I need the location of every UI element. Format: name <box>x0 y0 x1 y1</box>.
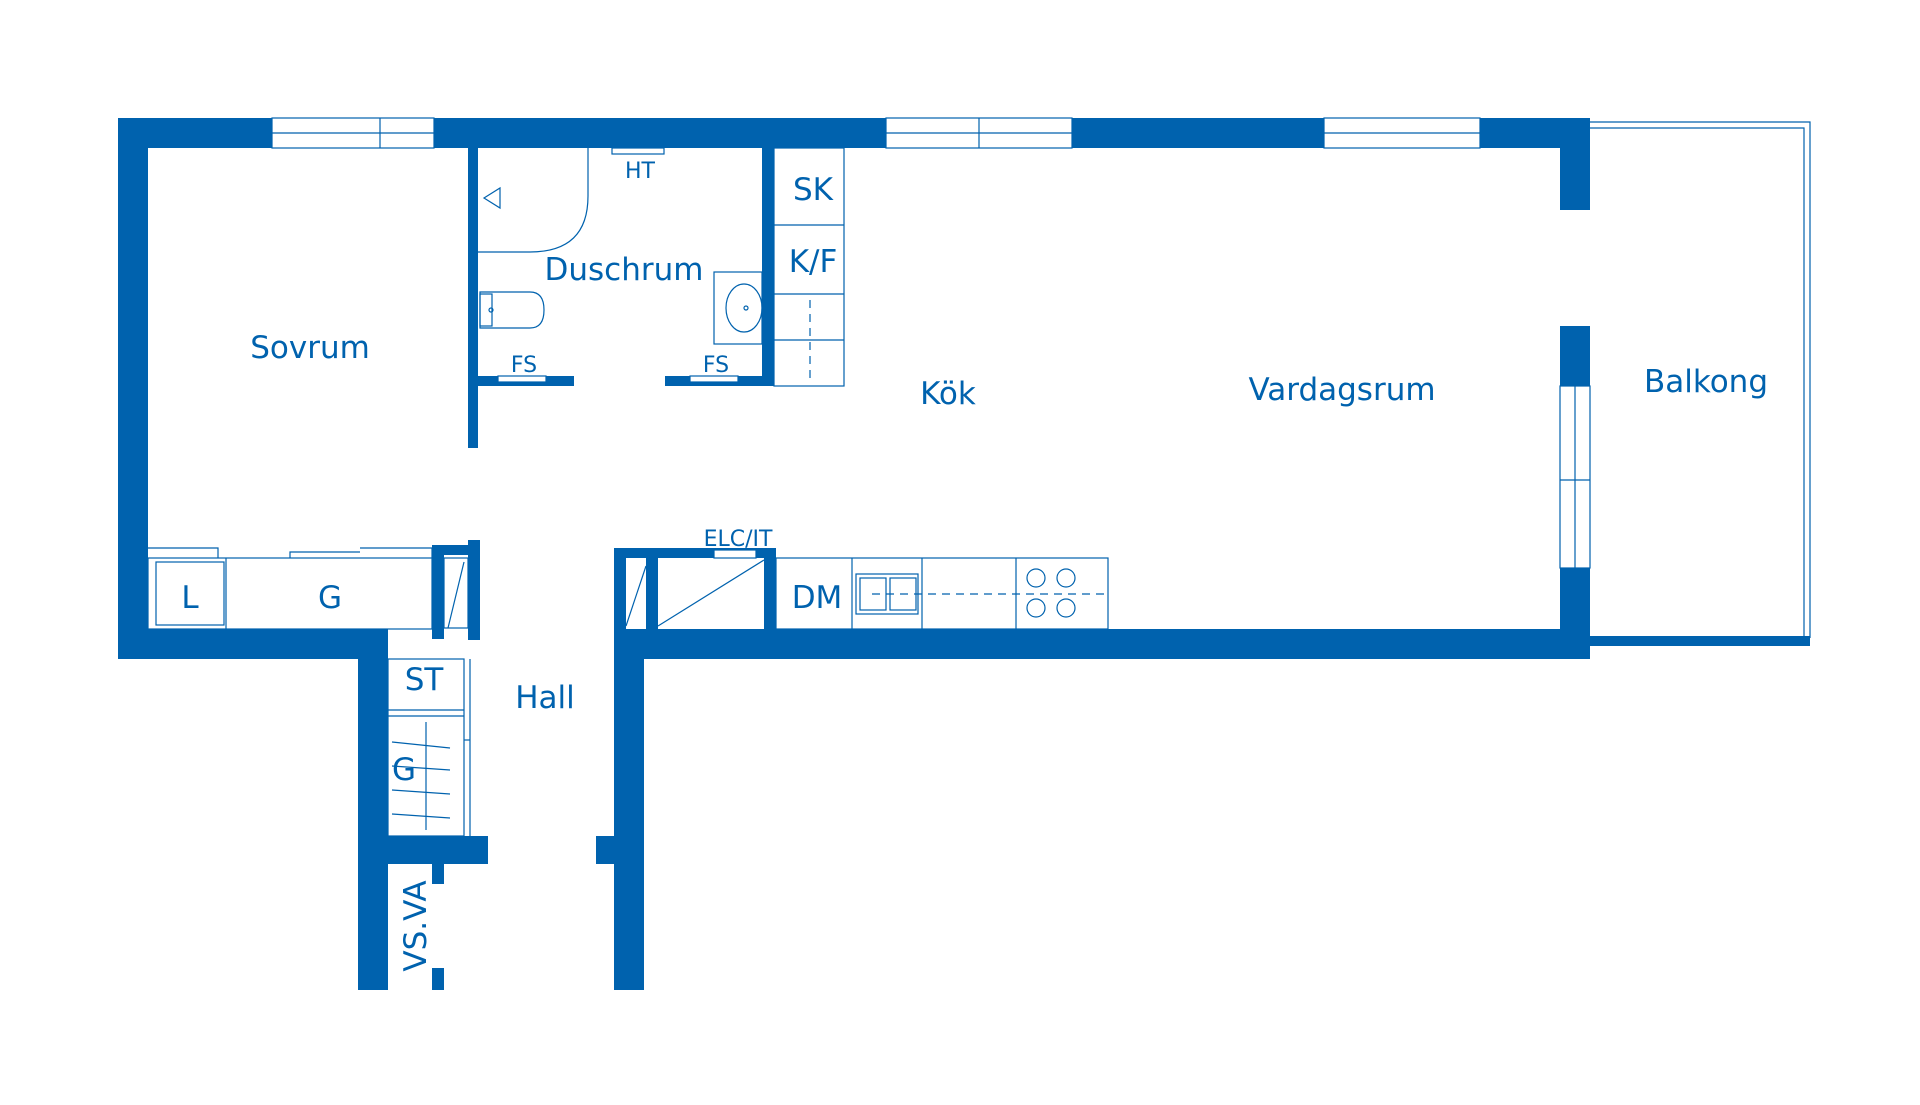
label-g-bedroom: G <box>318 580 342 616</box>
label-kok: Kök <box>920 376 976 412</box>
label-l: L <box>181 580 199 616</box>
label-sovrum: Sovrum <box>250 330 370 366</box>
label-ht: HT <box>625 159 656 184</box>
bedroom-wardrobes <box>147 547 469 630</box>
bathroom-fixtures <box>478 147 763 383</box>
label-fs-right: FS <box>703 353 729 378</box>
label-elc-it: ELC/IT <box>704 527 773 552</box>
label-dm: DM <box>792 580 843 616</box>
balcony <box>1590 121 1811 646</box>
windows <box>271 117 1591 569</box>
kitchen-fixtures <box>625 147 1109 630</box>
label-hall: Hall <box>515 680 575 716</box>
label-fs-left: FS <box>511 353 537 378</box>
label-balkong: Balkong <box>1644 364 1768 400</box>
label-st: ST <box>405 662 445 698</box>
label-duschrum: Duschrum <box>545 252 704 288</box>
hall-closet <box>387 658 471 837</box>
label-kf: K/F <box>789 244 838 280</box>
exterior-walls <box>118 118 1590 990</box>
label-vs-va: VS.VA <box>398 880 434 971</box>
label-sk: SK <box>793 172 834 208</box>
label-g-hall: G <box>392 752 416 788</box>
label-vardagsrum: Vardagsrum <box>1248 372 1435 408</box>
